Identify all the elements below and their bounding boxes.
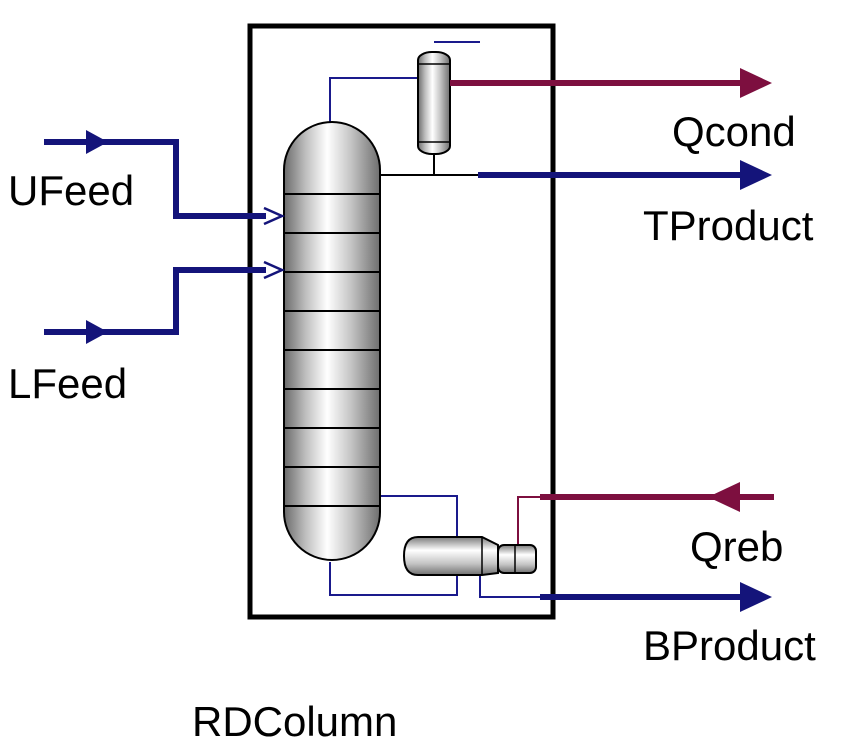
bottoms-to-reboiler-line xyxy=(380,495,466,539)
ufeed-arrow-icon xyxy=(86,130,108,154)
tproduct-stream[interactable] xyxy=(478,160,772,190)
tproduct-arrow-icon xyxy=(740,160,772,190)
block-boundary[interactable] xyxy=(247,23,556,620)
reboiler-heat-inner-line xyxy=(517,496,540,547)
lfeed-arrow-icon xyxy=(86,320,108,344)
qreb-label: Qreb xyxy=(690,523,783,570)
block-name-label[interactable]: RDColumn xyxy=(192,698,397,745)
ufeed-inlet-arrow-icon xyxy=(263,206,286,226)
qcond-label: Qcond xyxy=(672,108,796,155)
tproduct-label: TProduct xyxy=(643,202,814,249)
column-trays xyxy=(284,193,380,507)
condenser-drum-icon[interactable] xyxy=(417,51,451,155)
reboiler-icon[interactable] xyxy=(402,536,537,576)
lfeed-inlet-arrow-icon xyxy=(263,260,286,280)
distillation-column-icon[interactable] xyxy=(283,121,381,561)
qcond-arrow-icon xyxy=(740,68,772,98)
vapor-line xyxy=(329,77,423,124)
lfeed-stream[interactable] xyxy=(44,260,286,344)
lfeed-label: LFeed xyxy=(8,360,127,407)
ufeed-label: UFeed xyxy=(8,167,134,214)
reboiler-return-line xyxy=(329,562,458,596)
qcond-stream[interactable] xyxy=(450,68,772,98)
qreb-arrow-icon xyxy=(708,482,740,512)
qreb-stream[interactable] xyxy=(540,482,774,512)
bproduct-label: BProduct xyxy=(643,622,816,669)
ufeed-stream[interactable] xyxy=(44,130,286,226)
bproduct-arrow-icon xyxy=(740,582,772,612)
bproduct-stream[interactable] xyxy=(540,582,772,612)
bottoms-product-inner-line xyxy=(479,572,540,598)
